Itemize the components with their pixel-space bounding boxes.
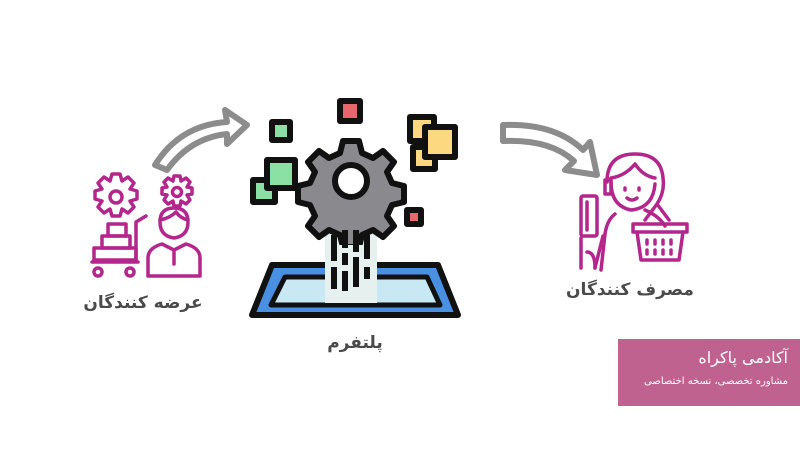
consumers-label: مصرف کنندگان (566, 280, 694, 300)
watermark-subtitle: مشاوره تخصصی، نسخه اختصاصی (644, 376, 788, 387)
consumer-woman-basket-icon (579, 152, 689, 272)
platform-gear-data-icon (249, 98, 461, 318)
curved-arrow-down-right-icon (500, 121, 600, 178)
curved-arrow-up-right-icon (152, 107, 250, 173)
platform-label: پلتفرم (327, 333, 383, 353)
watermark-badge: آکادمی پاکراه مشاوره تخصصی، نسخه اختصاصی (618, 339, 800, 406)
suppliers-label: عرضه کنندگان (83, 293, 203, 313)
supplier-gears-cart-person-icon (90, 172, 202, 278)
watermark-title: آکادمی پاکراه (698, 348, 788, 367)
